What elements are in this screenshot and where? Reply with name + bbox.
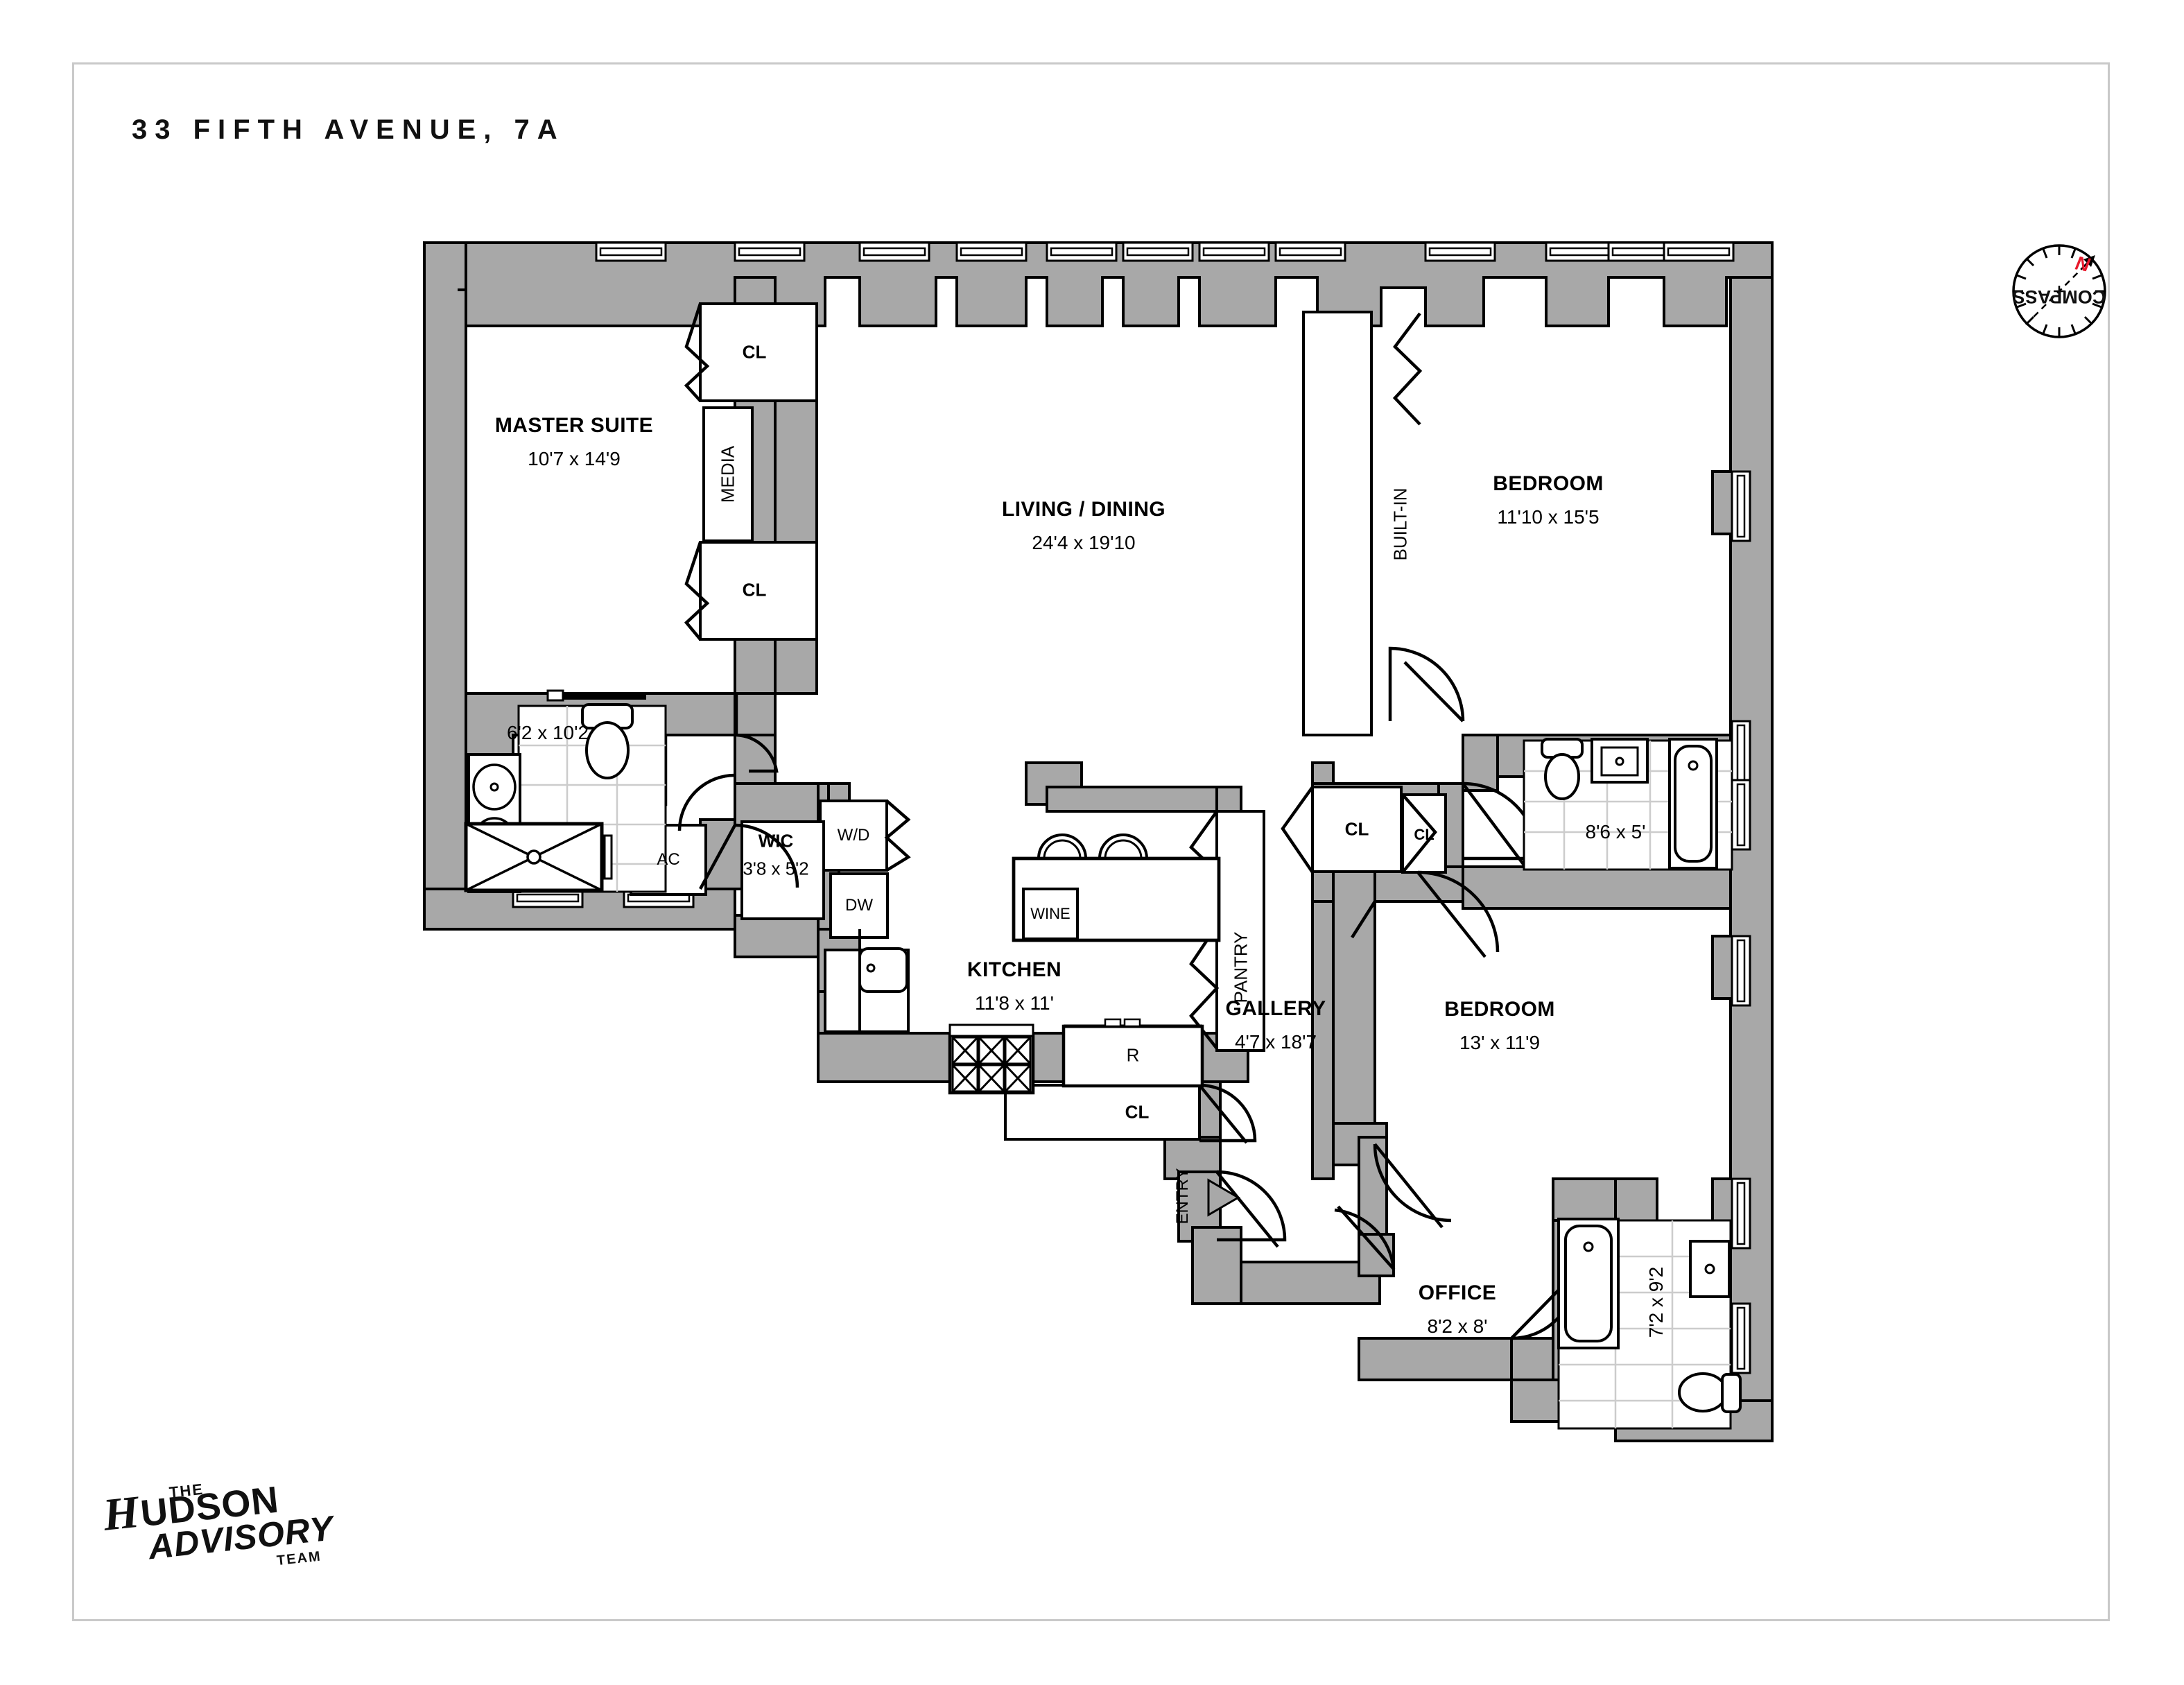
room-label-kitchen: KITCHEN [967, 958, 1062, 981]
compass-label: COMPASS [2013, 286, 2106, 307]
room-dims-wic: 3'8 x 5'2 [743, 858, 809, 879]
room-label-master-suite: MASTER SUITE [494, 414, 654, 437]
closet-label-cl-hall-big: CL [1344, 818, 1369, 840]
room-dims-master-bath: 6'2 x 10'2 [506, 722, 589, 743]
room-dims-office: 8'2 x 8' [1427, 1315, 1488, 1337]
room-dims-kitchen: 11'8 x 11' [975, 992, 1054, 1014]
room-dims-gallery: 4'7 x 18'7 [1234, 1031, 1317, 1053]
appliance-label-wine-fridge: WINE [1030, 905, 1071, 922]
closet-boxes [630, 302, 1447, 1141]
appliance-label-washer-dryer: W/D [837, 826, 870, 845]
interior-outlines [458, 288, 735, 327]
room-dims-bath-north: 8'6 x 5' [1585, 821, 1646, 842]
room-label-bedroom-south: BEDROOM [1444, 998, 1555, 1021]
appliance-label-ac-closet: AC [657, 850, 680, 869]
closet-label-cl-hall-small: CL [1414, 826, 1435, 843]
closet-label-cl-entry: CL [1125, 1101, 1150, 1123]
room-dims-master-suite: 10'7 x 14'9 [528, 448, 621, 469]
closet-label-cl-master-lower: CL [742, 579, 767, 600]
closet-label-built-in: BUILT-IN [1389, 487, 1411, 561]
master-bath-fixtures [464, 689, 667, 893]
closet-label-cl-master-upper: CL [742, 341, 767, 363]
room-dims-bedroom-north: 11'10 x 15'5 [1497, 506, 1600, 528]
room-dims-bath-south: 7'2 x 9'2 [1645, 1266, 1667, 1338]
entry-arrow-icon [1207, 1178, 1240, 1217]
appliance-label-dishwasher: DW [845, 896, 873, 915]
kitchen-fixtures [858, 833, 1221, 1095]
bath-south-fixtures [1557, 1218, 1742, 1430]
room-label-living-dining: LIVING / DINING [1001, 498, 1166, 521]
logo-h: H [100, 1487, 143, 1541]
compass-rose: N COMPASS [2012, 244, 2106, 338]
room-label-bedroom-north: BEDROOM [1493, 472, 1604, 495]
bath-north-fixtures [1523, 738, 1733, 871]
room-label-wic: WIC [758, 830, 794, 852]
logo-the: THE [168, 1480, 205, 1501]
room-dims-living-dining: 24'4 x 19'10 [1032, 532, 1136, 553]
closet-label-media-niche: MEDIA [717, 445, 738, 503]
hudson-advisory-logo: THE H UDSON ADVISORY TEAM [100, 1479, 338, 1569]
page-title: 33 FIFTH AVENUE, 7A [132, 114, 565, 145]
room-label-office: OFFICE [1418, 1281, 1497, 1304]
marker-label-entry: ENTRY [1173, 1168, 1192, 1225]
room-dims-bedroom-south: 13' x 11'9 [1459, 1032, 1541, 1053]
room-label-gallery: GALLERY [1225, 997, 1326, 1020]
closet-label-pantry: PANTRY [1230, 931, 1251, 1003]
appliance-label-refrigerator: R [1126, 1044, 1140, 1066]
